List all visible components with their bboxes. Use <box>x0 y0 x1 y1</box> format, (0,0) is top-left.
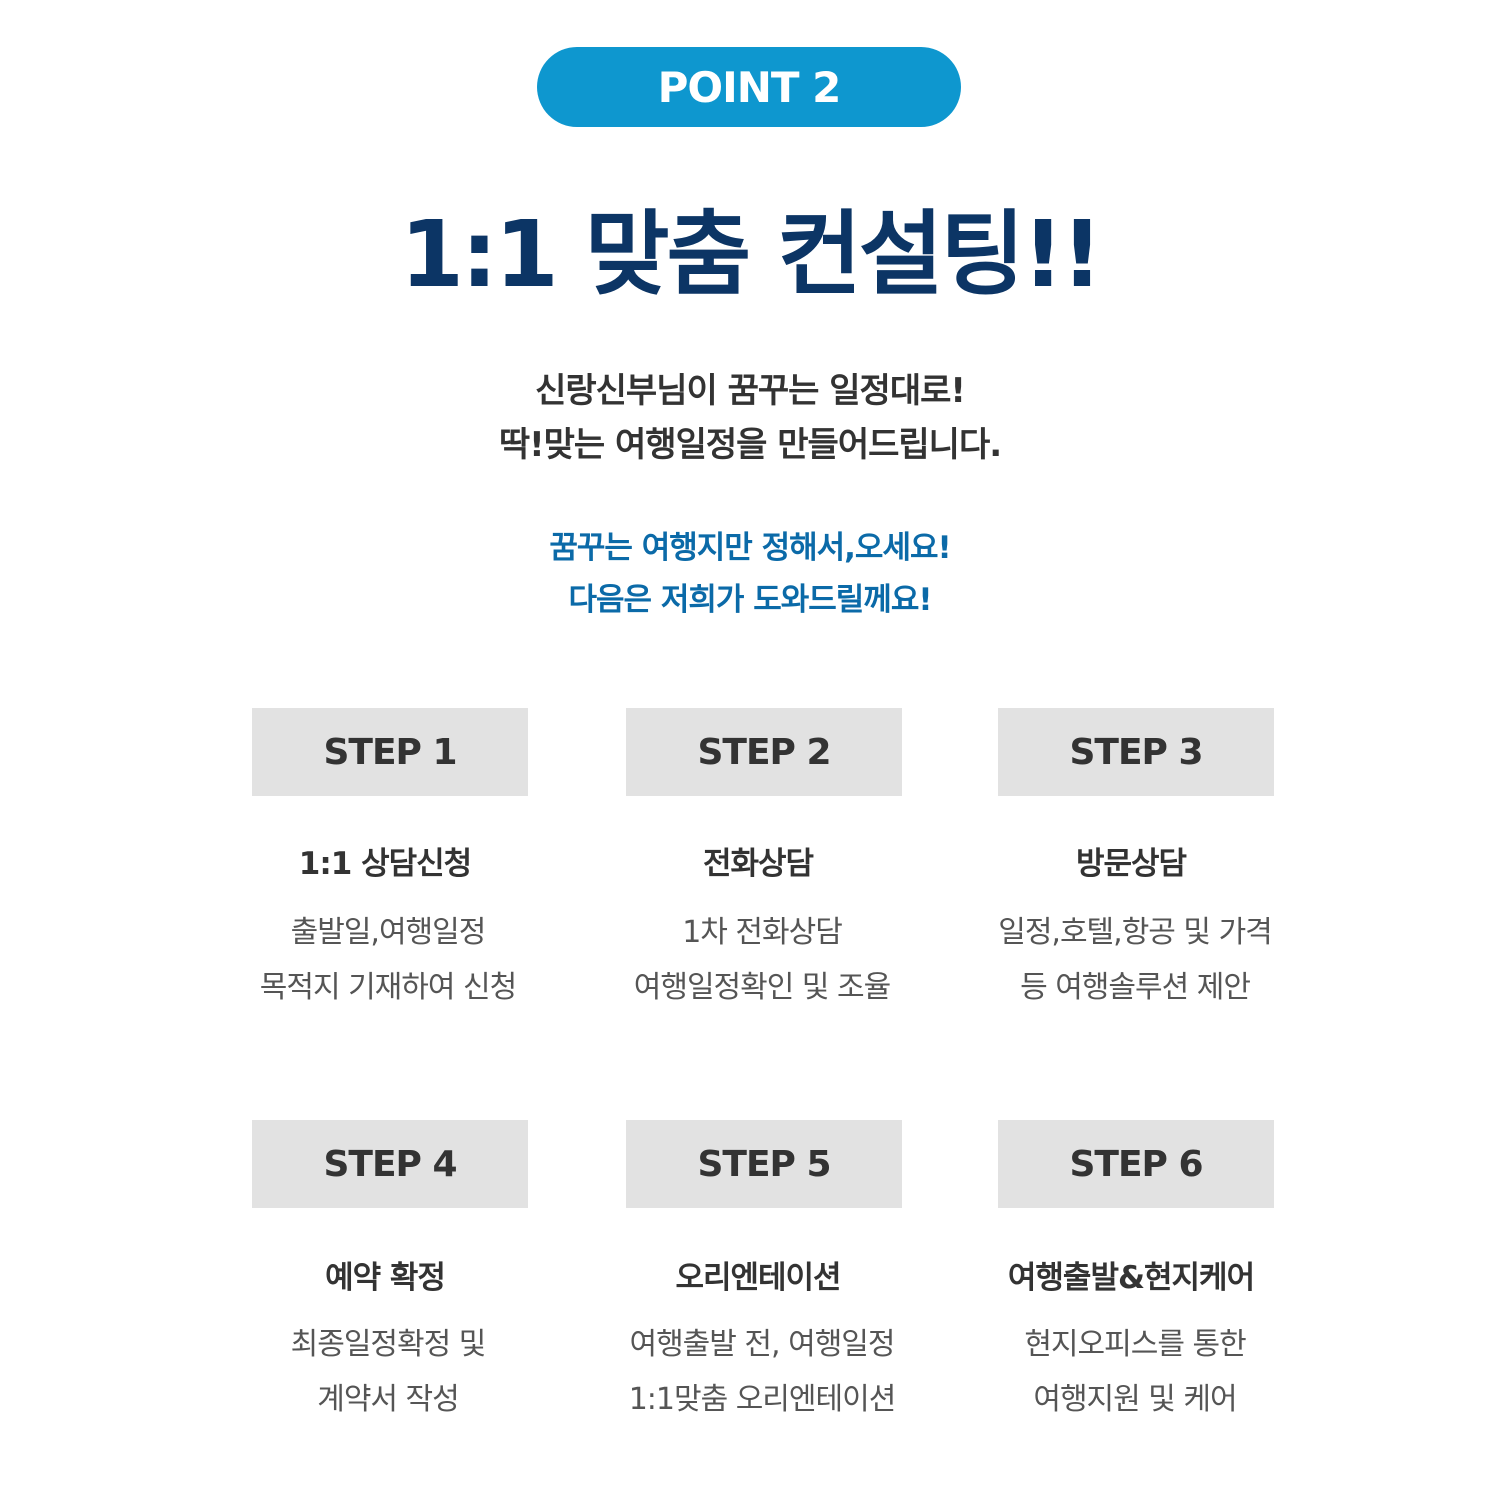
step-2-label: STEP 2 <box>697 731 831 773</box>
step-6-description: 현지오피스를 통한 여행지원 및 케어 <box>925 1317 1345 1427</box>
step-4-description: 최종일정확정 및 계약서 작성 <box>178 1317 598 1427</box>
step-3-desc-line-2: 등 여행솔루션 제안 <box>1020 970 1251 1005</box>
step-1-desc-line-1: 출발일,여행일정 <box>290 915 487 950</box>
step-1-box: STEP 1 <box>252 708 528 796</box>
step-1-description: 출발일,여행일정 목적지 기재하여 신청 <box>178 905 598 1015</box>
step-2-box: STEP 2 <box>626 708 902 796</box>
step-4-title: 예약 확정 <box>325 1260 446 1296</box>
lead-line-1: 신랑신부님이 꿈꾸는 일정대로! <box>535 371 966 411</box>
step-3-box: STEP 3 <box>998 708 1274 796</box>
step-1-title: 1:1 상담신청 <box>298 846 472 882</box>
step-5-box: STEP 5 <box>626 1120 902 1208</box>
step-5-desc-line-2: 1:1맞춤 오리엔테이션 <box>628 1382 897 1417</box>
step-3-title: 방문상담 <box>1075 846 1187 882</box>
step-3-description: 일정,호텔,항공 및 가격 등 여행솔루션 제안 <box>925 905 1345 1015</box>
step-3-label: STEP 3 <box>1069 731 1203 773</box>
page-title: 1:1 맞춤 컨설팅!! <box>400 201 1103 308</box>
step-6-label: STEP 6 <box>1069 1143 1203 1185</box>
sub-line-1: 꿈꾸는 여행지만 정해서,오세요! <box>549 530 951 566</box>
step-5-desc-line-1: 여행출발 전, 여행일정 <box>629 1327 895 1362</box>
step-5-title: 오리엔테이션 <box>675 1260 841 1296</box>
lead-line-2: 딱!맞는 여행일정을 만들어드립니다. <box>498 425 1002 465</box>
step-4-desc-line-1: 최종일정확정 및 <box>290 1327 487 1362</box>
lead-text: 신랑신부님이 꿈꾸는 일정대로! 딱!맞는 여행일정을 만들어드립니다. <box>0 364 1500 472</box>
step-4-label: STEP 4 <box>323 1143 457 1185</box>
step-3-desc-line-1: 일정,호텔,항공 및 가격 <box>998 915 1273 950</box>
step-6-desc-line-2: 여행지원 및 케어 <box>1033 1382 1237 1417</box>
step-1-desc-line-2: 목적지 기재하여 신청 <box>259 970 517 1005</box>
sub-text: 꿈꾸는 여행지만 정해서,오세요! 다음은 저희가 도와드릴께요! <box>0 522 1500 626</box>
step-6-desc-line-1: 현지오피스를 통한 <box>1024 1327 1246 1362</box>
step-2-description: 1차 전화상담 여행일정확인 및 조율 <box>552 905 972 1015</box>
step-2-desc-line-2: 여행일정확인 및 조율 <box>633 970 891 1005</box>
step-4-box: STEP 4 <box>252 1120 528 1208</box>
step-1-label: STEP 1 <box>323 731 457 773</box>
step-6-title: 여행출발&현지케어 <box>1007 1260 1255 1296</box>
point-badge-label: POINT 2 <box>657 62 842 112</box>
step-4-desc-line-2: 계약서 작성 <box>317 1382 460 1417</box>
step-5-label: STEP 5 <box>697 1143 831 1185</box>
step-6-box: STEP 6 <box>998 1120 1274 1208</box>
step-5-description: 여행출발 전, 여행일정 1:1맞춤 오리엔테이션 <box>552 1317 972 1427</box>
step-2-desc-line-1: 1차 전화상담 <box>682 915 843 950</box>
step-2-title: 전화상담 <box>702 846 814 882</box>
sub-line-2: 다음은 저희가 도와드릴께요! <box>568 582 933 618</box>
point-badge: POINT 2 <box>537 47 961 127</box>
